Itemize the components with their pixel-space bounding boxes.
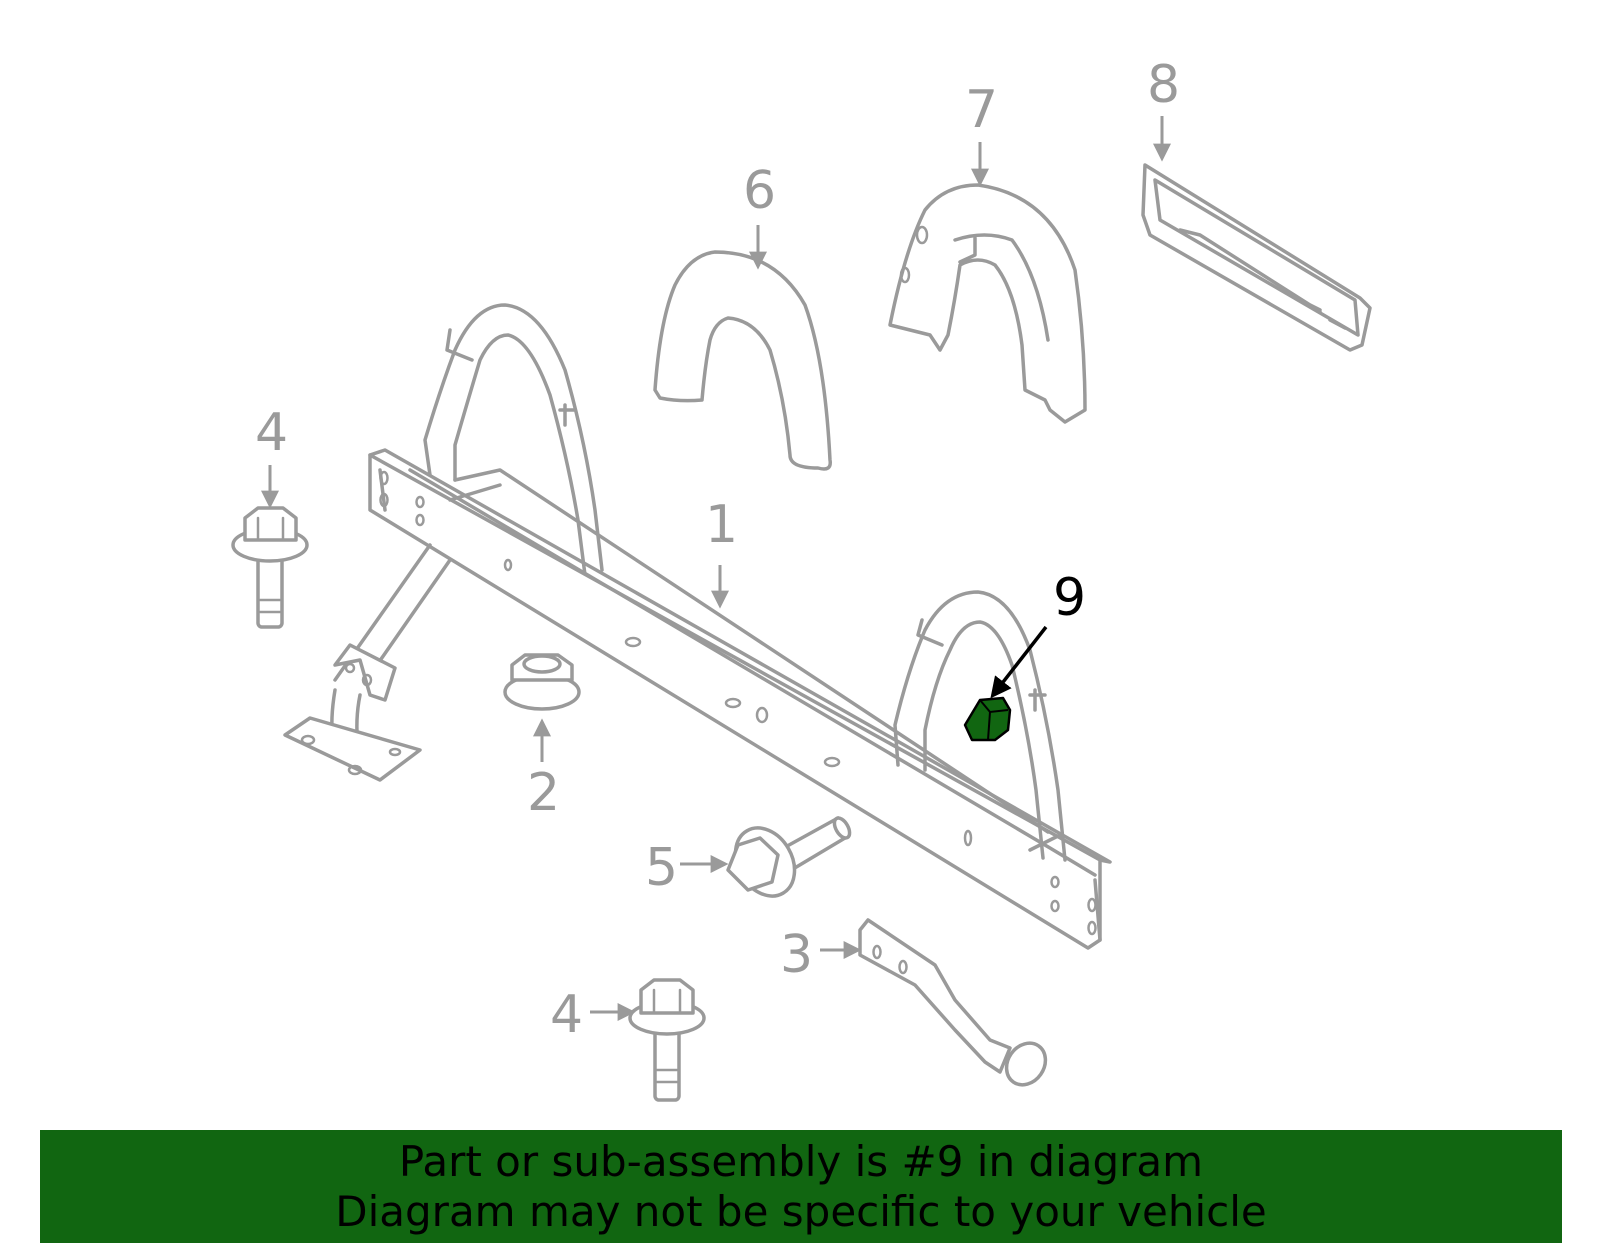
callout-8: 8 bbox=[1147, 55, 1180, 115]
hoop-trim-cover bbox=[653, 250, 832, 471]
flange-bolt-lower bbox=[628, 978, 706, 1102]
banner-line-2: Diagram may not be specific to your vehi… bbox=[335, 1186, 1267, 1236]
callout-4-upper: 4 bbox=[255, 403, 288, 463]
callout-7: 7 bbox=[965, 80, 998, 140]
banner-line-1: Part or sub-assembly is #9 in diagram bbox=[398, 1136, 1204, 1186]
flange-bolt-upper bbox=[231, 506, 309, 629]
callout-arrows bbox=[261, 116, 1171, 1021]
callout-1: 1 bbox=[705, 495, 738, 555]
trim-strip bbox=[1141, 163, 1372, 352]
support-bracket bbox=[858, 918, 1048, 1087]
roll-bar-assembly bbox=[283, 303, 1112, 950]
callout-9: 9 bbox=[1053, 568, 1086, 628]
highlighted-part-9 bbox=[963, 696, 1012, 742]
callout-3: 3 bbox=[780, 925, 813, 985]
hoop-trim-panel bbox=[888, 183, 1087, 424]
hex-bolt-angled bbox=[726, 816, 852, 898]
callout-6: 6 bbox=[743, 161, 776, 221]
callout-2: 2 bbox=[527, 763, 560, 823]
flange-nut bbox=[503, 653, 581, 711]
callout-4-lower: 4 bbox=[550, 985, 583, 1045]
part-info-banner: Part or sub-assembly is #9 in diagram Di… bbox=[40, 1130, 1562, 1243]
callout-5: 5 bbox=[645, 838, 678, 898]
